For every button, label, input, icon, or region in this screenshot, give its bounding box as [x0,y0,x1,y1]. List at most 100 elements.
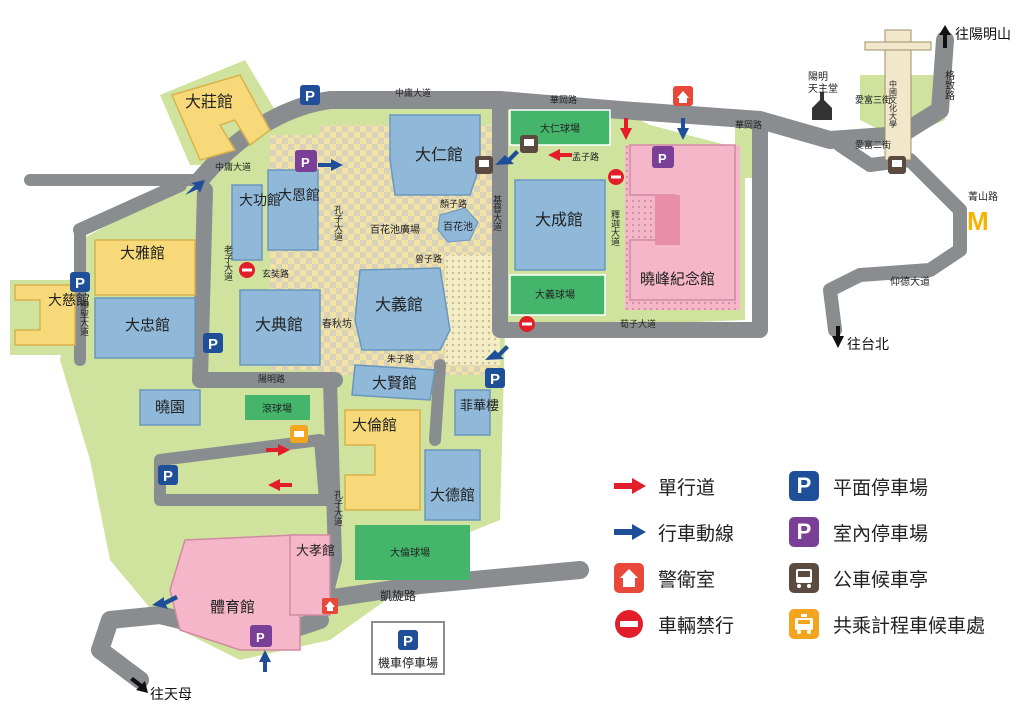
label-baihua-plaza: 百花池廣場 [370,223,420,236]
flow-arrow [485,345,509,360]
label-daren-court: 大仁球場 [540,122,580,135]
one-way-arrow [620,118,632,140]
legend-traffic-flow: 行車動線 [612,514,734,550]
flow-arrow [677,118,689,140]
parking-icon: P [398,630,418,650]
label-daren: 大仁館 [415,145,463,164]
road-laozi: 老子大道 [222,244,233,282]
label-dalun: 大倫館 [352,416,397,434]
road-yanzi: 顏子路 [440,198,467,210]
dadian-building [239,289,321,366]
church [812,92,832,120]
road-yangde: 仰德大道 [890,275,930,288]
destinations: 往陽明山 往台北 往天母 [130,25,1011,703]
guard-house-icon [612,561,646,595]
arrow-down-icon [832,326,844,348]
dazhuang-building [170,74,271,161]
road-aifu2: 愛富二街 [855,139,891,151]
road-gezhi: 格致路 [943,69,955,101]
yellow-buildings [14,74,421,511]
dest-taipei: 往台北 [847,337,889,353]
label-daya: 大雅館 [120,244,165,262]
dagong-building [231,184,263,261]
roller-court [245,395,310,420]
label-moto-parking: 機車停車場 [378,655,438,670]
label-daxian: 大賢館 [372,374,417,392]
map-legend: 單行道 行車動線 警衛室 車輛禁行 P 平面停車場 P 室內停車場 公車候車亭 [612,460,1012,650]
legend-no-entry: 車輛禁行 [612,606,734,642]
legend-bus-stop: 公車候車亭 [787,560,928,596]
parking-icon: P [158,465,178,485]
label-dagong: 大功館 [239,192,281,209]
label-church: 陽明天主堂 [808,71,838,95]
legend-label: 公車候車亭 [833,568,929,591]
road-mengzi: 孟子路 [572,151,599,163]
label-dalun-court: 大倫球場 [390,546,430,559]
taxi-icon [787,607,821,641]
dest-tianmu: 往天母 [150,687,192,703]
dalun-building [344,409,421,511]
daxian-building [351,364,436,401]
label-dayi-court: 大義球場 [535,288,575,301]
road-huagang: 華岡路 [550,94,577,106]
label-xiaoyuan: 曉園 [155,398,185,416]
indoor-parking-icon: P [250,625,272,647]
xiaofeng-building [629,144,736,301]
road-zhongyong-left: 中庸大道 [215,161,251,173]
no-entry-icon [519,316,535,332]
one-way-arrow [266,444,290,456]
road-zhongyong-top: 中庸大道 [395,87,431,99]
road-kongzi: 孔子大道 [332,205,343,242]
dacheng-building [514,179,606,271]
taxi-icon [290,425,308,443]
daya-building [94,239,196,296]
label-dazhuang: 大莊館 [185,92,233,111]
label-dadian: 大典館 [255,315,303,334]
road-yangming: 陽明路 [258,373,285,385]
legend-label: 單行道 [658,476,716,499]
no-entry-icon [612,607,646,641]
bus-icons [475,135,906,174]
legend-label: 行車動線 [658,522,735,545]
baihua-pond [437,207,479,243]
no-entry-icon [608,169,624,185]
legend-label: 共乘計程車候車處 [833,614,986,637]
road-muhammad: 穆聖大道 [78,299,89,337]
guard-icons [322,86,693,614]
parking-icon: P [203,333,223,353]
building-labels: 大莊館 大功館 大恩館 大仁館 大成館 大雅館 大慈館 大忠館 大典館 大義館 … [48,92,715,616]
no-entry-icon [239,262,255,278]
label-feihua: 菲華樓 [460,399,499,414]
svg-text:P: P [490,371,500,388]
label-monument: 中國文化大學 [889,79,898,129]
bus-icon [787,561,821,595]
road-labels: 中庸大道 中庸大道 華岡路 華岡路 愛富三街 愛富二街 格致路 菁山路 仰德大道… [78,69,998,603]
bus-icon [520,135,538,153]
mcdonalds-icon: M [967,206,989,236]
svg-text:P: P [403,633,413,650]
label-chunqiu: 春秋坊 [322,317,352,330]
dazhong-building [94,297,196,359]
pink-buildings [169,144,740,651]
label-dazhong: 大忠館 [125,316,170,334]
red-arrow-icon [612,469,646,503]
one-way-arrow [268,479,292,491]
road-kaixuan: 凱旋路 [380,588,416,603]
arrow-up-icon [939,25,951,48]
arrow-down-right-icon [130,677,148,693]
parking-icon: P [787,469,821,503]
dade-building [424,449,481,521]
legend-indoor-parking: P 室內停車場 [787,514,928,550]
blue-buildings [94,114,606,521]
legend-surface-parking: P 平面停車場 [787,468,928,504]
gym-building [169,534,301,651]
svg-text:P: P [163,468,173,485]
parking-icon: P [70,272,90,292]
guard-icon [673,86,693,106]
indoor-parking-icon: P [652,146,674,168]
label-xiaofeng: 曉峰紀念館 [640,270,715,288]
road-aifu3: 愛富三街 [855,94,891,106]
label-gym: 體育館 [210,598,255,616]
road-huagang-right: 華岡路 [735,119,762,131]
label-daxiao: 大孝館 [296,544,335,559]
